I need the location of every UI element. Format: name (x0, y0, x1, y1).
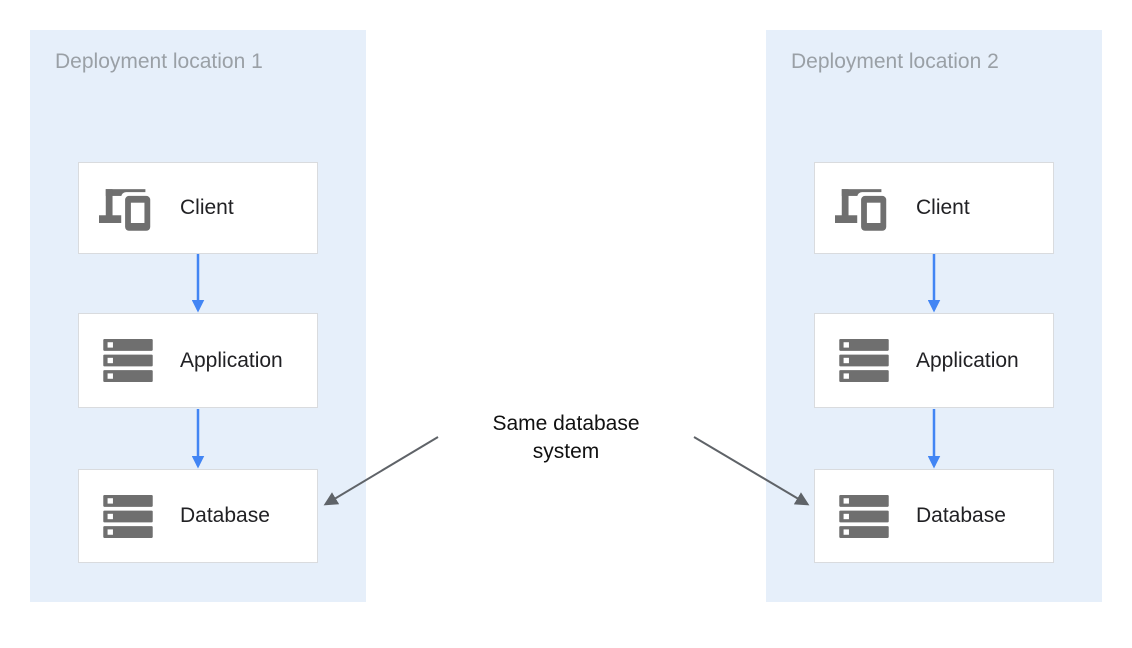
database-node-1: Database (78, 469, 318, 563)
panel-title-1: Deployment location 1 (55, 50, 263, 73)
node-label-database-2: Database (916, 504, 1006, 527)
annotation-line-1: Same database (492, 412, 640, 435)
node-label-client-2: Client (916, 196, 970, 219)
same-database-system-label: Same database system (448, 410, 684, 466)
application-node-2: Application (814, 313, 1054, 408)
annotation-line-2: system (532, 440, 600, 463)
client-node-1: Client (78, 162, 318, 254)
client-devices-icon (833, 186, 895, 231)
node-label-database-1: Database (180, 504, 270, 527)
panel-title-2: Deployment location 2 (791, 50, 999, 73)
server-stack-icon (97, 339, 159, 382)
node-label-application-2: Application (916, 348, 1019, 372)
node-label-application-1: Application (180, 348, 283, 372)
application-node-1: Application (78, 313, 318, 408)
server-stack-icon (97, 494, 159, 538)
deployment-location-2-panel: Deployment location 2 Client (766, 30, 1102, 602)
database-node-2: Database (814, 469, 1054, 563)
client-node-2: Client (814, 162, 1054, 254)
server-stack-icon (833, 494, 895, 538)
client-devices-icon (97, 186, 159, 231)
server-stack-icon (833, 339, 895, 382)
node-label-client-1: Client (180, 196, 234, 219)
deployment-location-1-panel: Deployment location 1 Client (30, 30, 366, 602)
